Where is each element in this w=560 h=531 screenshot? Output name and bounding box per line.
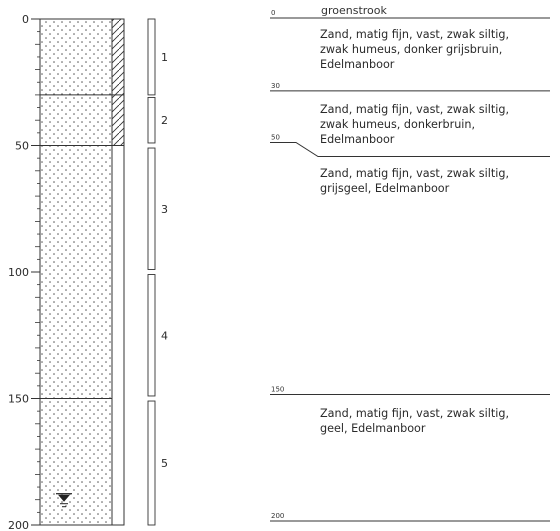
layer-description: Zand, matig fijn, vast, zwak siltig, geel… bbox=[320, 406, 560, 436]
description-boundary-line bbox=[270, 142, 550, 157]
layer-description-line: Edelmanboor bbox=[320, 133, 395, 146]
layer-boundaries bbox=[40, 94, 112, 399]
top-note: groenstrook bbox=[321, 4, 388, 17]
sample-label: 5 bbox=[161, 457, 168, 470]
depth-tick-label: 50 bbox=[15, 140, 29, 153]
casing-strip bbox=[111, 18, 125, 526]
casing-hatched bbox=[111, 18, 125, 146]
depth-axis: 0 50 100 150 200 bbox=[8, 13, 41, 531]
sample-box bbox=[147, 274, 156, 397]
layer-description: Zand, matig fijn, vast, zwak siltig, grij… bbox=[320, 166, 560, 196]
description-boundary-label: 150 bbox=[271, 386, 284, 394]
groundwater-triangle bbox=[58, 494, 70, 502]
layer-description: Zand, matig fijn, vast, zwak siltig, zwak… bbox=[320, 27, 560, 72]
sample-box bbox=[147, 96, 156, 144]
description-boundary-label: 50 bbox=[271, 134, 280, 142]
major-ticks: 0 50 100 150 200 bbox=[8, 13, 40, 531]
sample-intervals: 1 2 3 4 5 bbox=[147, 18, 168, 526]
groundwater-icon bbox=[56, 493, 72, 508]
depth-tick-label: 200 bbox=[8, 519, 29, 531]
layer-description-line: Zand, matig fijn, vast, zwak siltig, bbox=[320, 407, 510, 420]
sample-label: 4 bbox=[161, 329, 168, 342]
layer-description-line: Zand, matig fijn, vast, zwak siltig, bbox=[320, 103, 510, 116]
sample-box bbox=[147, 400, 156, 526]
lithology-column bbox=[39, 18, 113, 526]
depth-tick-label: 0 bbox=[22, 13, 29, 26]
casing-plain bbox=[111, 145, 125, 526]
layer-description-line: zwak humeus, donker grijsbruin, bbox=[320, 43, 503, 56]
layer-description-line: zwak humeus, donkerbruin, bbox=[320, 118, 476, 131]
sand-fill bbox=[40, 19, 112, 525]
sample-label: 1 bbox=[161, 51, 168, 64]
layer-description-line: grijsgeel, Edelmanboor bbox=[320, 182, 450, 195]
description-boundary-label: 200 bbox=[271, 512, 284, 520]
layer-description-line: Edelmanboor bbox=[320, 58, 395, 71]
layer-description-line: Zand, matig fijn, vast, zwak siltig, bbox=[320, 28, 510, 41]
sample-label: 3 bbox=[161, 203, 168, 216]
description-boundary-label: 0 bbox=[271, 9, 275, 17]
layer-description-line: geel, Edelmanboor bbox=[320, 422, 426, 435]
description-boundary-label: 30 bbox=[271, 82, 280, 90]
layer-description-line: Zand, matig fijn, vast, zwak siltig, bbox=[320, 167, 510, 180]
sample-box bbox=[147, 18, 156, 96]
sample-box bbox=[147, 147, 156, 270]
description-boundaries: groenstrook 0 30 50 150 200 bbox=[270, 4, 550, 522]
layer-description: Zand, matig fijn, vast, zwak siltig, zwak… bbox=[320, 102, 560, 147]
depth-tick-label: 150 bbox=[8, 393, 29, 406]
sample-label: 2 bbox=[161, 114, 168, 127]
depth-tick-label: 100 bbox=[8, 266, 29, 279]
